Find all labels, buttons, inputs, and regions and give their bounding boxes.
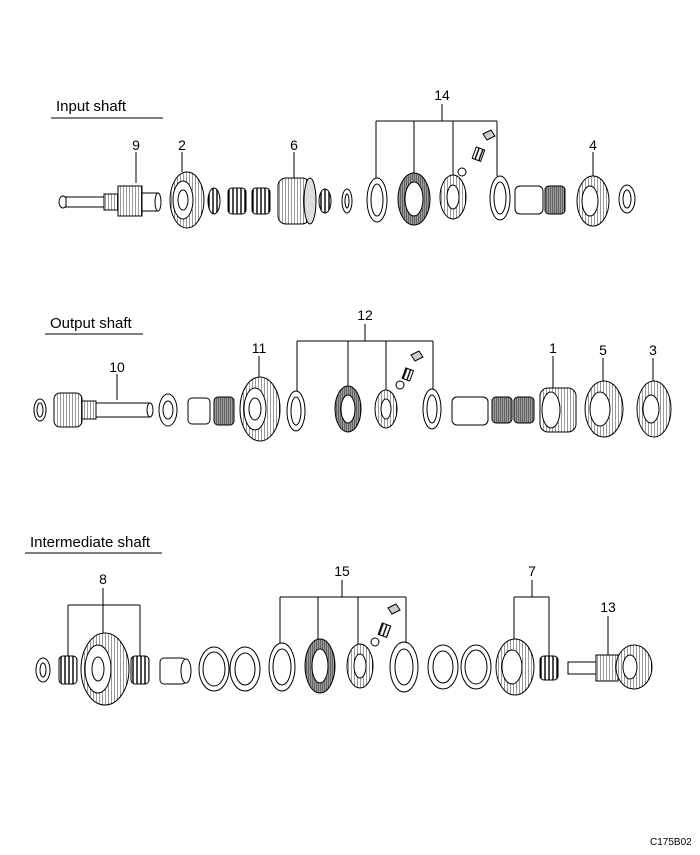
callout-13: 13: [600, 599, 616, 615]
synchronizer-assembly-14: [366, 129, 511, 226]
callout-8: 8: [99, 571, 107, 587]
callout-11: 11: [252, 340, 267, 356]
synchronizer-assembly-12: [286, 350, 442, 433]
synchronizer-assembly-15: [268, 603, 419, 694]
input-thrust-bearing: [207, 187, 221, 215]
output-shaft-section: Output shaft: [33, 307, 672, 442]
gear-assembly-7: [495, 638, 559, 696]
output-shaft-title: Output shaft: [50, 315, 133, 332]
input-gear-2: [169, 171, 205, 229]
callout-12: 12: [357, 307, 373, 323]
output-bearing-b: [513, 396, 535, 424]
output-sleeve: [187, 397, 211, 425]
callout-9: 9: [132, 137, 140, 153]
input-needle-bearing: [544, 185, 566, 215]
input-thrust-washer-a: [318, 188, 332, 214]
callout-1: 1: [549, 340, 557, 356]
callout-4: 4: [589, 137, 597, 153]
output-gear-5: [584, 380, 624, 438]
gear-assembly-8: [58, 632, 150, 706]
output-needle-bearing: [213, 396, 235, 426]
output-shaft-part: [53, 392, 154, 428]
intermediate-shaft-part-13: [567, 644, 653, 690]
input-sleeve: [514, 185, 544, 215]
input-gear-6: [277, 177, 317, 225]
output-gear-1: [539, 387, 577, 433]
callout-3: 3: [649, 342, 657, 358]
callout-2: 2: [178, 137, 186, 153]
callout-15: 15: [334, 563, 350, 579]
input-shaft-title: Input shaft: [56, 98, 127, 115]
intermediate-shaft-title: Intermediate shaft: [30, 534, 151, 551]
output-gear-3: [636, 380, 672, 438]
output-gear-11: [239, 376, 281, 442]
figure-code: C175B02: [650, 837, 692, 848]
callout-6: 6: [290, 137, 298, 153]
input-shaft-part: [58, 185, 162, 217]
callout-5: 5: [599, 342, 607, 358]
intermediate-shaft-section: Intermediate shaft: [25, 534, 653, 706]
input-shaft-section: Input shaft: [51, 87, 636, 229]
callout-7: 7: [528, 563, 536, 579]
output-collar: [451, 396, 489, 426]
output-bearing-a: [491, 396, 513, 424]
input-needle-bearings: [227, 187, 271, 215]
callout-14: 14: [434, 87, 450, 103]
callout-10: 10: [109, 359, 125, 375]
input-gear-4: [576, 175, 610, 227]
